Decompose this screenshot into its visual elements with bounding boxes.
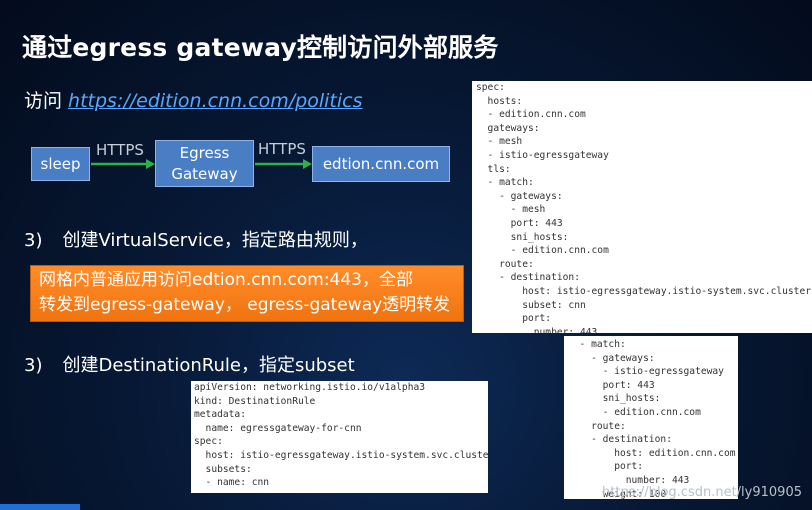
code-line: sni_hosts: xyxy=(568,393,661,405)
https-label-1: HTTPS xyxy=(96,141,144,159)
code-line: - destination: xyxy=(476,272,580,284)
code-line: number: 443 xyxy=(476,326,598,333)
code-line: port: xyxy=(568,461,644,473)
step-destinationrule: 3) 创建DestinationRule，指定subset xyxy=(24,351,355,377)
politics-link[interactable]: https://edition.cnn.com/politics xyxy=(68,90,363,112)
code-line: host: edition.cnn.com xyxy=(568,447,736,459)
code-line: - edition.cnn.com xyxy=(476,245,609,257)
egress-gateway-line1: Egress xyxy=(179,143,230,162)
code-line: hosts: xyxy=(476,95,523,107)
destinationrule-code-panel: apiVersion: networking.istio.io/v1alpha3… xyxy=(191,381,488,493)
watermark: https://blog.csdn.net/ly910905 xyxy=(602,485,802,500)
code-line: subsets: xyxy=(194,463,252,475)
code-line: - istio-egressgateway xyxy=(476,149,609,161)
code-line: weight: 100 xyxy=(568,488,667,499)
visit-line: 访问 https://edition.cnn.com/politics xyxy=(24,86,362,113)
step-virtualservice: 3) 创建VirtualService，指定路由规则， xyxy=(24,226,368,252)
code-line: - edition.cnn.com xyxy=(568,406,701,418)
code-line: route: xyxy=(476,258,534,270)
code-line: - istio-egressgateway xyxy=(568,366,724,378)
bottom-accent-bar xyxy=(0,504,80,510)
flow-arrows xyxy=(91,159,312,169)
step-number: 3) xyxy=(24,230,43,251)
step-number: 3) xyxy=(24,355,43,376)
match-code-panel: - match: - gateways: - istio-egressgatew… xyxy=(564,336,738,499)
code-line: metadata: xyxy=(194,409,246,421)
code-line: sni_hosts: xyxy=(476,231,569,243)
step-text: 创建DestinationRule，指定subset xyxy=(62,355,355,376)
code-line: - gateways: xyxy=(476,190,563,202)
arrowhead-1 xyxy=(146,159,155,169)
highlight-line-1: 网格内普通应用访问edtion.cnn.com:443，全部 xyxy=(39,270,413,290)
code-line: - mesh xyxy=(476,136,523,148)
code-line: kind: DestinationRule xyxy=(194,395,316,407)
highlight-callout: 网格内普通应用访问edtion.cnn.com:443，全部 转发到egress… xyxy=(30,265,464,322)
code-line: spec: xyxy=(476,82,505,93)
code-line: - name: cnn xyxy=(194,477,270,489)
egress-gateway-line2: Gateway xyxy=(171,164,238,183)
code-line: gateways: xyxy=(476,122,540,134)
code-line: subset: cnn xyxy=(476,299,586,311)
visit-label: 访问 xyxy=(24,90,69,112)
sleep-box: sleep xyxy=(31,147,90,181)
highlight-line-2: 转发到egress-gateway， egress-gateway透明转发 xyxy=(39,295,451,315)
code-line: - destination: xyxy=(568,434,672,446)
cnn-target-box: edtion.cnn.com xyxy=(312,146,450,182)
code-line: - match: xyxy=(476,177,534,189)
code-line: host: istio-egressgateway.istio-system.s… xyxy=(205,449,488,461)
code-line: name: egressgateway-for-cnn xyxy=(194,422,362,434)
code-line: number: 443 xyxy=(568,474,690,486)
arrowhead-2 xyxy=(303,159,312,169)
code-line: - match: xyxy=(568,339,626,350)
code-line: - mesh xyxy=(476,204,546,216)
code-line: apiVersion: networking.istio.io/v1alpha3 xyxy=(194,382,426,393)
https-label-2: HTTPS xyxy=(258,140,306,158)
slide-title: 通过egress gateway控制访问外部服务 xyxy=(22,33,499,62)
virtualservice-code-panel: spec: hosts: - edition.cnn.com gateways:… xyxy=(472,81,812,333)
code-line: spec: xyxy=(194,436,223,448)
code-line: - gateways: xyxy=(568,352,655,364)
code-line: host: istio-egressgateway.istio-system.s… xyxy=(476,285,812,297)
code-line: route: xyxy=(568,420,626,432)
step-text: 创建VirtualService，指定路由规则， xyxy=(62,230,368,251)
code-line: port: 443 xyxy=(568,379,655,391)
code-line: port: 443 xyxy=(476,217,563,229)
code-line: port: xyxy=(476,313,552,325)
code-line: - edition.cnn.com xyxy=(476,109,586,121)
code-line: tls: xyxy=(476,163,511,175)
